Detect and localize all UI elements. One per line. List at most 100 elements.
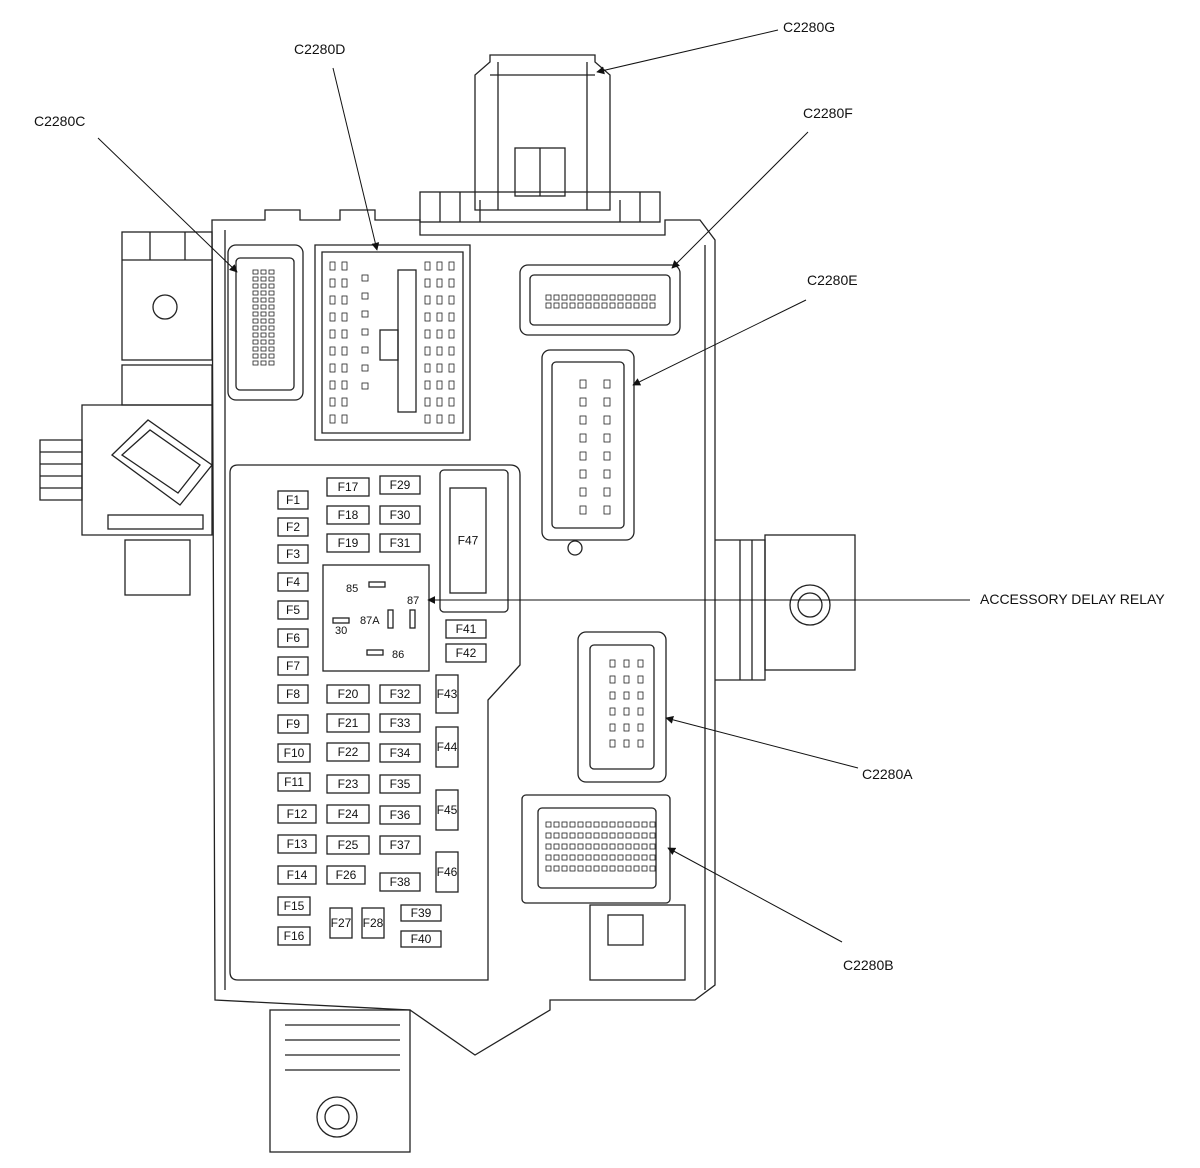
connector-pin bbox=[579, 379, 587, 389]
connector-pin bbox=[577, 843, 584, 850]
fuse-label-f33: F33 bbox=[390, 716, 411, 730]
connector-pin bbox=[637, 739, 644, 748]
fuse-label-f19: F19 bbox=[338, 536, 359, 550]
fuse-label-f37: F37 bbox=[390, 838, 411, 852]
connector-pin bbox=[424, 363, 431, 373]
relay-pin-85: 85 bbox=[346, 583, 358, 595]
accessory-delay-relay: 85 87 87A 30 86 bbox=[322, 564, 430, 672]
connector-pin bbox=[268, 339, 275, 345]
connector-pin bbox=[341, 397, 348, 407]
connector-pin bbox=[617, 302, 624, 309]
connector-pin bbox=[601, 854, 608, 861]
connector-c2280b bbox=[521, 794, 671, 904]
fuse-label-f41: F41 bbox=[456, 622, 477, 636]
connector-pin bbox=[641, 302, 648, 309]
connector-pin bbox=[448, 329, 455, 339]
fuse-label-f15: F15 bbox=[284, 899, 305, 913]
connector-pin bbox=[577, 832, 584, 839]
fuse-f19 bbox=[326, 533, 370, 553]
fuse-f7 bbox=[277, 656, 309, 676]
connector-pin bbox=[641, 832, 648, 839]
fuse-f35 bbox=[379, 774, 421, 794]
connector-pin bbox=[341, 380, 348, 390]
connector-pin bbox=[260, 276, 267, 282]
connector-pin bbox=[577, 302, 584, 309]
connector-pin bbox=[617, 843, 624, 850]
connector-pin bbox=[569, 302, 576, 309]
bottom-mounting-bracket bbox=[269, 904, 686, 1153]
fuse-label-f21: F21 bbox=[338, 716, 359, 730]
connector-pin bbox=[601, 294, 608, 301]
connector-pin bbox=[545, 821, 552, 828]
connector-pin bbox=[436, 380, 443, 390]
connector-pin bbox=[329, 261, 336, 271]
fuse-f13 bbox=[277, 834, 317, 854]
fuse-f5 bbox=[277, 600, 309, 620]
connector-pin bbox=[609, 832, 616, 839]
connector-c2280e bbox=[541, 349, 635, 556]
fuse-label-f12: F12 bbox=[287, 807, 308, 821]
connector-pin bbox=[633, 302, 640, 309]
connector-pin bbox=[252, 283, 259, 289]
connector-pin bbox=[593, 294, 600, 301]
connector-pin bbox=[260, 297, 267, 303]
fuse-f39 bbox=[400, 904, 442, 922]
connector-pin bbox=[341, 278, 348, 288]
fuse-label-f44: F44 bbox=[437, 740, 458, 754]
connector-pin bbox=[424, 261, 431, 271]
connector-pin bbox=[268, 360, 275, 366]
connector-pin bbox=[609, 294, 616, 301]
connector-pin bbox=[585, 843, 592, 850]
connector-pin bbox=[617, 821, 624, 828]
connector-pin bbox=[641, 865, 648, 872]
connector-pin bbox=[448, 414, 455, 424]
fuse-f6 bbox=[277, 628, 309, 648]
connector-pin bbox=[545, 832, 552, 839]
connector-pin bbox=[633, 821, 640, 828]
connector-pin bbox=[268, 297, 275, 303]
fuse-f14 bbox=[277, 865, 317, 885]
connector-pin bbox=[625, 854, 632, 861]
fuse-f25 bbox=[326, 835, 370, 855]
label-c2280f: C2280F bbox=[803, 105, 853, 121]
connector-pin bbox=[545, 302, 552, 309]
fuse-label-f31: F31 bbox=[390, 536, 411, 550]
connector-pin bbox=[268, 353, 275, 359]
connector-pin bbox=[260, 346, 267, 352]
connector-pin bbox=[593, 832, 600, 839]
connector-pin bbox=[252, 339, 259, 345]
connector-pin bbox=[623, 691, 630, 700]
connector-pin bbox=[545, 865, 552, 872]
connector-pin bbox=[603, 487, 611, 497]
connector-pin bbox=[260, 283, 267, 289]
connector-pin bbox=[609, 821, 616, 828]
relay-terminal-30 bbox=[332, 617, 350, 624]
fuse-f28 bbox=[361, 907, 385, 939]
relay-pin-87: 87 bbox=[407, 595, 419, 607]
connector-pin bbox=[609, 843, 616, 850]
connector-pin bbox=[601, 865, 608, 872]
fuse-label-f43: F43 bbox=[437, 687, 458, 701]
fuse-label-f25: F25 bbox=[338, 838, 359, 852]
connector-pin bbox=[637, 691, 644, 700]
connector-pin bbox=[448, 346, 455, 356]
connector-pin bbox=[424, 295, 431, 305]
fuse-f22 bbox=[326, 742, 370, 762]
fuse-label-f14: F14 bbox=[287, 868, 308, 882]
connector-pin bbox=[649, 832, 656, 839]
connector-pin bbox=[569, 854, 576, 861]
connector-pin bbox=[341, 414, 348, 424]
fuse-f17 bbox=[326, 477, 370, 497]
connector-pin bbox=[579, 469, 587, 479]
fuse-label-f29: F29 bbox=[390, 478, 411, 492]
connector-pin bbox=[329, 329, 336, 339]
connector-pin bbox=[553, 854, 560, 861]
connector-pin bbox=[561, 865, 568, 872]
connector-pin bbox=[585, 302, 592, 309]
connector-pin bbox=[633, 832, 640, 839]
connector-pin bbox=[601, 302, 608, 309]
connector-pin bbox=[361, 364, 369, 372]
connector-pin bbox=[601, 832, 608, 839]
connector-pin bbox=[609, 675, 616, 684]
fuse-label-f39: F39 bbox=[411, 906, 432, 920]
